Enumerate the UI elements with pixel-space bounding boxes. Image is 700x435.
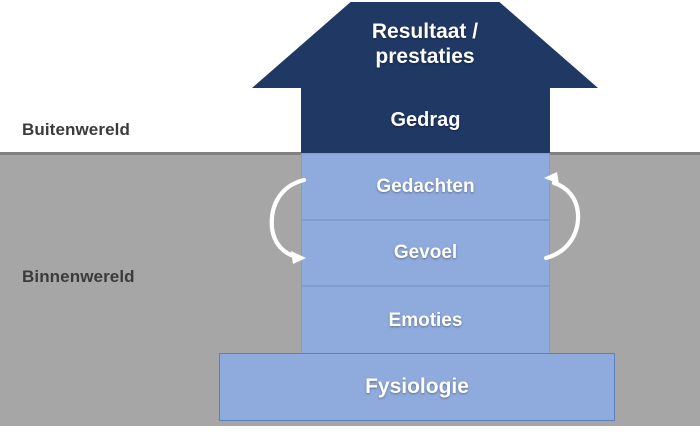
block-emoties: Emoties — [301, 286, 550, 355]
inner-world-label: Binnenwereld — [22, 267, 135, 286]
arrow-head-shape — [252, 2, 598, 88]
block-gevoel: Gevoel — [301, 220, 550, 286]
block-fysiologie: Fysiologie — [219, 353, 615, 421]
block-gedrag: Gedrag — [301, 88, 550, 153]
outer-world-label: Buitenwereld — [22, 120, 130, 139]
bottom-white-strip — [0, 426, 700, 435]
block-gedachten: Gedachten — [301, 153, 550, 220]
